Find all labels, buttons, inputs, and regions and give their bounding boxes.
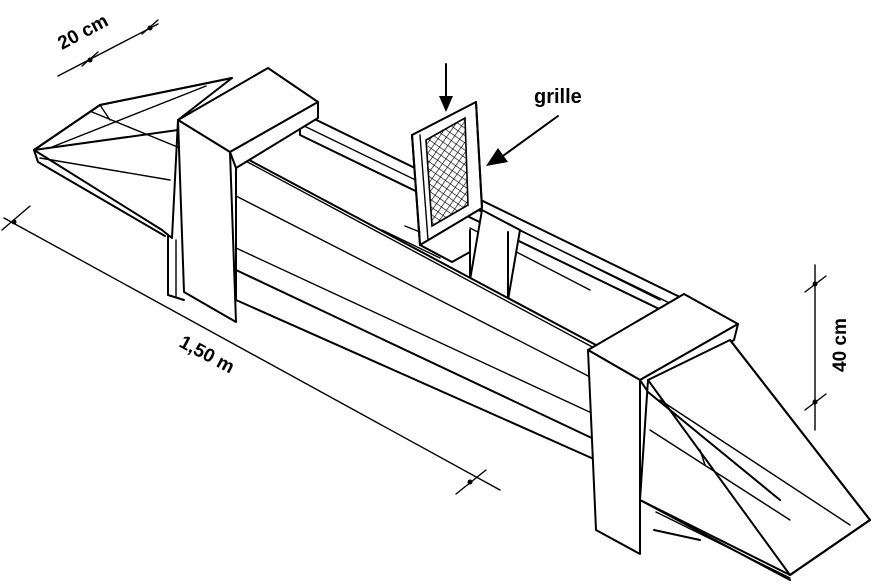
right-ramp [639,339,871,581]
grille-gate [404,101,483,263]
dimension-height: 40 cm [804,264,851,431]
grille-mesh [425,116,469,228]
grille-callout: grille [439,63,582,166]
dimension-width: 20 cm [54,11,159,77]
length-dimension-label: 1,50 m [176,332,238,378]
grille-pointer-arrowhead [486,148,508,166]
right-post [587,293,739,555]
down-arrow-icon [439,96,453,112]
width-dimension-label: 20 cm [54,11,111,55]
left-post [167,67,319,323]
height-dimension-label: 40 cm [830,318,851,372]
grille-label: grille [534,86,582,108]
